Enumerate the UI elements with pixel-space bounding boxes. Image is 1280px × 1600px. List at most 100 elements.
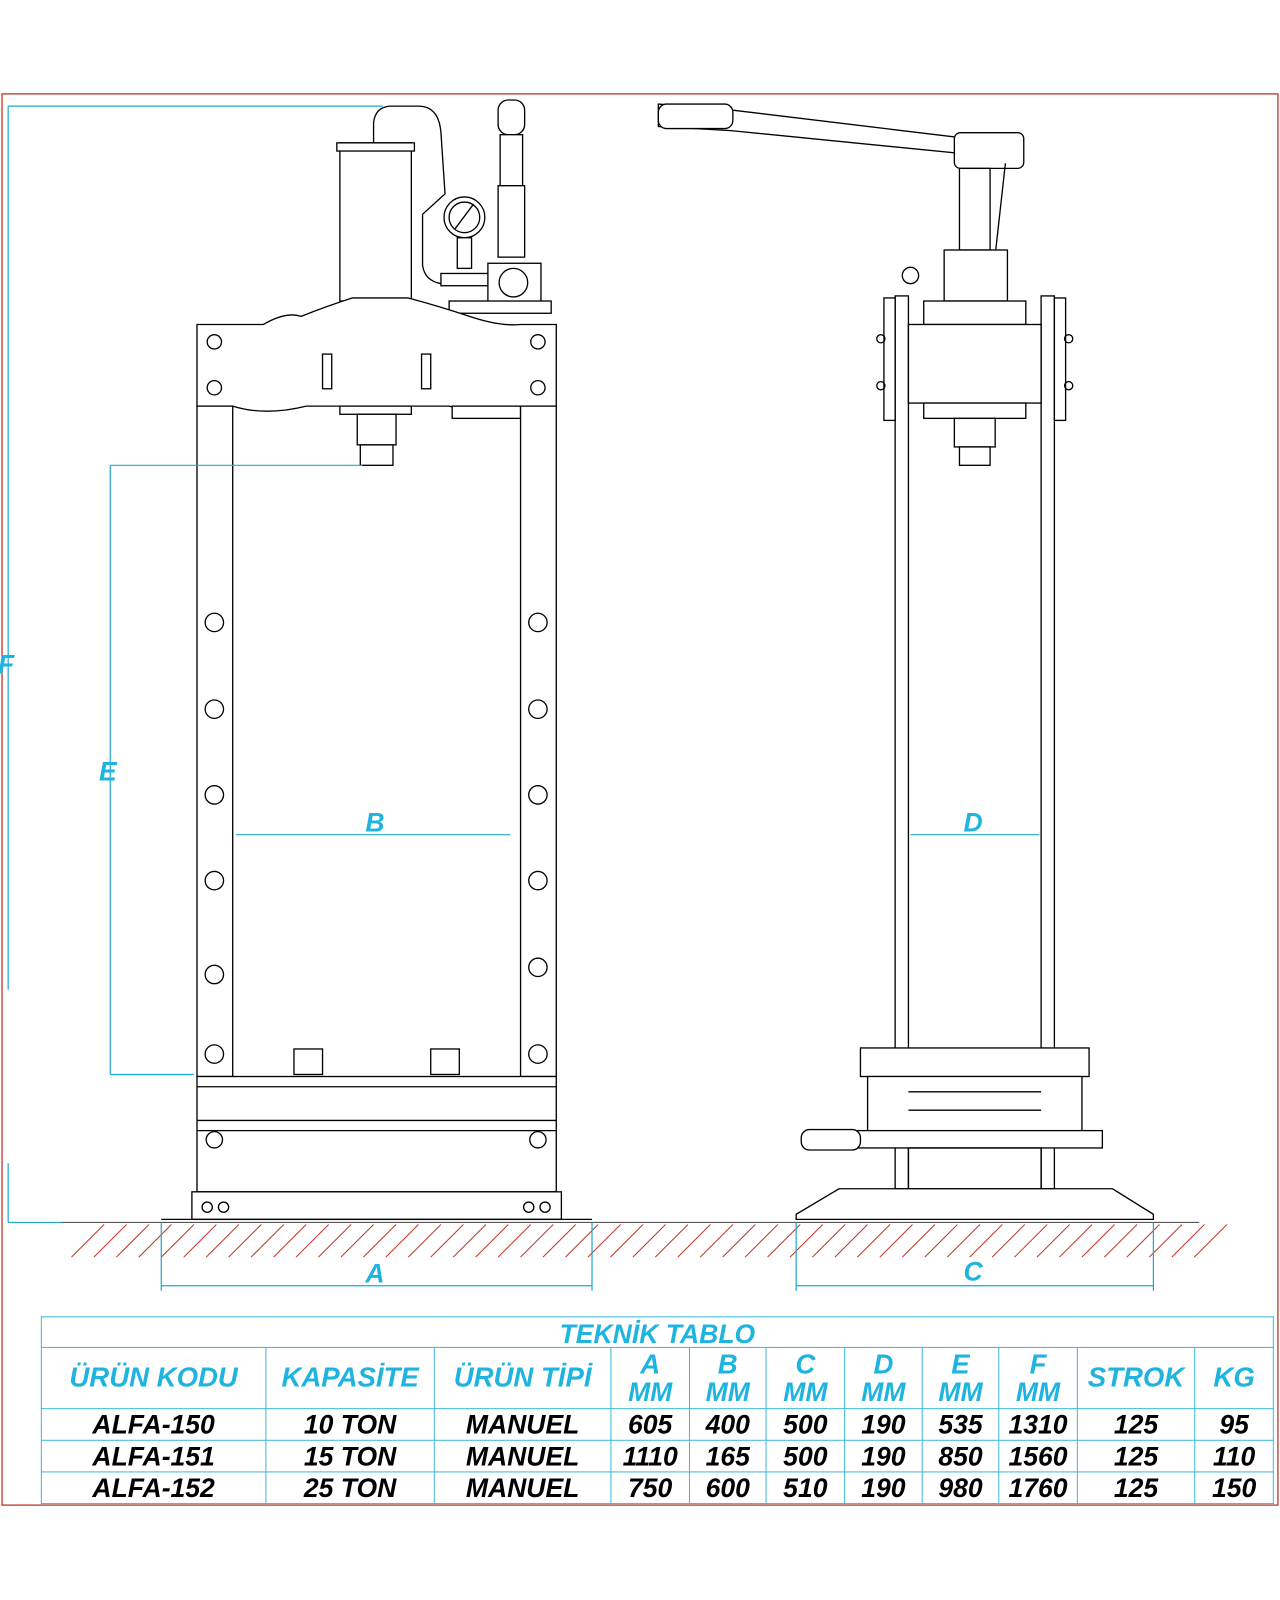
column-unit: MM xyxy=(861,1376,906,1408)
column-header-label: B xyxy=(717,1348,738,1380)
bolt-hole xyxy=(204,785,225,805)
dimension-lines xyxy=(7,105,1155,1291)
table-cell: 190 xyxy=(844,1471,923,1505)
side-view-press xyxy=(657,103,1155,1221)
table-cell: 1760 xyxy=(998,1471,1078,1505)
column-header: KAPASİTE xyxy=(265,1346,435,1410)
technical-table: TEKNİK TABLO ÜRÜN KODU KAPASİTE ÜRÜN TİPİ A… xyxy=(40,1316,1274,1505)
bolt-hole xyxy=(530,334,546,350)
bolt-hole xyxy=(528,1044,548,1064)
table-cell: 535 xyxy=(921,1408,1000,1441)
table-cell: 15 TON xyxy=(265,1439,435,1473)
table-cell: 1110 xyxy=(610,1439,690,1473)
table-cell: MANUEL xyxy=(433,1408,612,1441)
table-cell: 600 xyxy=(688,1471,767,1505)
table-title: TEKNİK TABLO xyxy=(40,1316,1274,1348)
dimension-label-c: C xyxy=(964,1257,984,1287)
table-cell: 125 xyxy=(1076,1408,1196,1441)
column-unit: MM xyxy=(783,1376,828,1408)
press-bed xyxy=(196,1075,557,1193)
column-header-label: C xyxy=(795,1348,816,1380)
column-header-label: KAPASİTE xyxy=(281,1362,419,1393)
column-unit: MM xyxy=(938,1376,983,1408)
column-unit: MM xyxy=(1015,1376,1061,1408)
column-header: STROK xyxy=(1076,1346,1196,1410)
table-cell: 980 xyxy=(921,1471,1000,1505)
table-cell: 750 xyxy=(610,1471,690,1505)
column-header-label: A xyxy=(640,1348,661,1380)
table-cell: MANUEL xyxy=(433,1471,612,1505)
dimension-label-d: D xyxy=(964,808,983,838)
table-cell: 1560 xyxy=(998,1439,1078,1473)
press-base xyxy=(191,1191,563,1221)
bolt-hole xyxy=(204,699,225,720)
bolt-hole xyxy=(204,964,225,985)
bolt-hole xyxy=(204,1044,225,1064)
table-cell: 150 xyxy=(1194,1471,1274,1505)
column-header: ÜRÜN TİPİ xyxy=(433,1346,612,1410)
column-header-label: F xyxy=(1029,1348,1047,1380)
column-header-label: D xyxy=(873,1348,894,1380)
column-unit: MM xyxy=(705,1376,750,1408)
table-cell: ALFA-150 xyxy=(40,1408,267,1441)
bolt-hole xyxy=(204,612,225,633)
column-header-label: KG xyxy=(1213,1362,1255,1393)
table-cell: 125 xyxy=(1076,1471,1196,1505)
column-header-label: ÜRÜN KODU xyxy=(69,1362,238,1393)
drawing-border xyxy=(1,93,1279,1506)
column-header: KG xyxy=(1194,1346,1274,1410)
table-cell: 125 xyxy=(1076,1439,1196,1473)
bolt-hole xyxy=(204,870,225,891)
column-header: ÜRÜN KODU xyxy=(40,1346,267,1410)
dimension-label-a: A xyxy=(364,1259,384,1289)
bolt-hole xyxy=(528,957,548,978)
table-cell: 95 xyxy=(1194,1408,1274,1441)
dimension-label-f: F xyxy=(0,649,15,679)
table-cell: 400 xyxy=(688,1408,767,1441)
table-cell: 165 xyxy=(688,1439,767,1473)
table-cell: ALFA-152 xyxy=(40,1471,267,1505)
table-cell: 1310 xyxy=(998,1408,1078,1441)
table-cell: 510 xyxy=(765,1471,846,1505)
table-cell: 500 xyxy=(765,1439,846,1473)
table-cell: 850 xyxy=(921,1439,1000,1473)
bolt-hole xyxy=(206,334,223,350)
table-cell: MANUEL xyxy=(433,1439,612,1473)
table-cell: 10 TON xyxy=(265,1408,435,1441)
column-unit: MM xyxy=(628,1376,673,1408)
ground-hatching xyxy=(61,1221,1228,1258)
dimension-label-e: E xyxy=(99,757,118,787)
table-cell: ALFA-151 xyxy=(40,1439,267,1473)
table-cell: 605 xyxy=(610,1408,690,1441)
bolt-hole xyxy=(530,379,546,396)
table-cell: 500 xyxy=(765,1408,846,1441)
bolt-hole xyxy=(528,699,548,720)
bolt-hole xyxy=(528,870,548,891)
cylinder xyxy=(339,142,413,302)
bolt-hole xyxy=(528,612,548,633)
column-header-label: STROK xyxy=(1087,1362,1185,1393)
front-view-press xyxy=(161,99,593,1221)
ram xyxy=(356,413,397,446)
column-header-label: E xyxy=(951,1348,970,1380)
table-cell: 110 xyxy=(1194,1439,1274,1473)
table-cell: 190 xyxy=(844,1408,923,1441)
table-cell: 190 xyxy=(844,1439,923,1473)
table-cell: 25 TON xyxy=(265,1471,435,1505)
column-header-label: ÜRÜN TİPİ xyxy=(453,1362,592,1393)
bolt-hole xyxy=(206,379,223,396)
side-base xyxy=(795,1188,1155,1221)
dimension-label-b: B xyxy=(365,808,384,838)
bolt-hole xyxy=(528,785,548,805)
